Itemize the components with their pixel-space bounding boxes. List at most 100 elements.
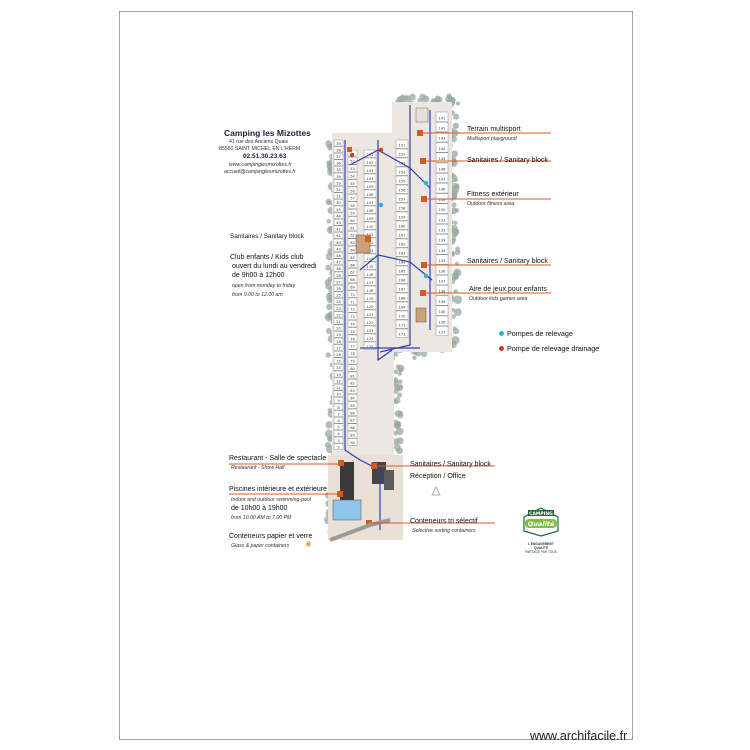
svg-text:18: 18 bbox=[336, 340, 341, 344]
tree bbox=[420, 350, 428, 358]
road-loop-top bbox=[349, 149, 431, 189]
svg-text:90: 90 bbox=[350, 441, 355, 445]
svg-text:127: 127 bbox=[439, 331, 446, 335]
label-reception: Réception / Office bbox=[410, 473, 466, 480]
label-piscines: Piscines intérieure et extérieure bbox=[229, 486, 328, 493]
pitch-88: 88 bbox=[347, 423, 358, 431]
svg-text:52: 52 bbox=[350, 160, 355, 164]
svg-text:21: 21 bbox=[336, 320, 341, 324]
tree bbox=[400, 94, 405, 100]
svg-text:104: 104 bbox=[367, 177, 375, 181]
pitch-155: 155 bbox=[395, 175, 409, 185]
svg-text:40: 40 bbox=[336, 241, 341, 245]
tree bbox=[451, 182, 459, 190]
pitch-84: 84 bbox=[347, 394, 358, 402]
label-club-sub2: from 9.00 to 12.00 am bbox=[232, 292, 283, 298]
pitch-39: 39 bbox=[333, 139, 344, 147]
pitch-24: 24 bbox=[333, 298, 344, 305]
svg-text:138: 138 bbox=[439, 290, 447, 294]
tree bbox=[324, 441, 332, 449]
svg-text:81: 81 bbox=[350, 374, 355, 378]
svg-text:19: 19 bbox=[336, 333, 341, 337]
label-sanitaires-left: Sanitaires / Sanitary block bbox=[230, 233, 304, 240]
svg-text:62: 62 bbox=[350, 234, 355, 238]
pitch-6: 6 bbox=[333, 417, 344, 424]
road-second bbox=[377, 140, 393, 362]
svg-text:33: 33 bbox=[336, 181, 341, 185]
watermark: www.archifacile.fr bbox=[530, 729, 628, 743]
pitch-49: 49 bbox=[333, 245, 344, 252]
svg-text:49: 49 bbox=[336, 247, 341, 251]
svg-text:22: 22 bbox=[336, 313, 341, 317]
pitch-22: 22 bbox=[333, 311, 344, 318]
logo-badge-text: Qualité bbox=[528, 520, 555, 528]
svg-text:11: 11 bbox=[336, 386, 341, 390]
svg-text:15: 15 bbox=[336, 360, 341, 364]
pitch-30: 30 bbox=[333, 199, 344, 206]
svg-text:142: 142 bbox=[439, 127, 446, 131]
pitch-107: 107 bbox=[363, 197, 377, 206]
pitch-105: 105 bbox=[363, 181, 377, 190]
svg-text:30: 30 bbox=[336, 201, 341, 205]
pitch-137: 137 bbox=[435, 275, 449, 285]
tree bbox=[397, 379, 403, 384]
pitch-172: 172 bbox=[395, 328, 409, 338]
svg-text:61: 61 bbox=[350, 226, 355, 230]
pitch-80: 80 bbox=[347, 364, 358, 372]
svg-text:31: 31 bbox=[336, 195, 341, 199]
svg-text:57: 57 bbox=[350, 197, 355, 201]
tree bbox=[454, 249, 461, 256]
marker-restaurant bbox=[338, 460, 344, 466]
pitch-11: 11 bbox=[333, 384, 344, 391]
pitch-48: 48 bbox=[333, 252, 344, 259]
svg-text:125: 125 bbox=[367, 345, 374, 349]
drain-pump-2 bbox=[378, 147, 384, 153]
pitch-77: 77 bbox=[347, 342, 358, 350]
email-link[interactable]: accueil@campinglesmizottes.fr bbox=[224, 169, 296, 175]
pitch-166: 166 bbox=[395, 274, 409, 284]
svg-text:116: 116 bbox=[367, 273, 375, 277]
svg-text:150: 150 bbox=[439, 208, 447, 212]
label-sanitaires-1: Sanitaires / Sanitary block bbox=[467, 157, 548, 164]
label-terrain-sub: Multisport playground bbox=[467, 136, 517, 142]
tree bbox=[452, 326, 457, 331]
pitch-12: 12 bbox=[333, 377, 344, 384]
svg-text:27: 27 bbox=[336, 280, 341, 284]
label-terrain: Terrain multisport bbox=[467, 126, 521, 133]
pitch-66: 66 bbox=[347, 260, 358, 268]
tree bbox=[327, 292, 332, 297]
pitch-36: 36 bbox=[333, 159, 344, 166]
label-aire-sub: Outdoor kids games area bbox=[469, 296, 528, 302]
pitch-86: 86 bbox=[347, 408, 358, 416]
svg-text:133: 133 bbox=[439, 239, 446, 243]
website-link[interactable]: www.campinglesmizottes.fr bbox=[229, 162, 292, 168]
svg-text:70: 70 bbox=[350, 293, 355, 297]
pump-3 bbox=[423, 273, 429, 279]
pitch-62: 62 bbox=[347, 231, 358, 239]
pitch-17: 17 bbox=[333, 344, 344, 351]
svg-text:105: 105 bbox=[367, 185, 374, 189]
pitch-151: 151 bbox=[395, 139, 409, 149]
pitch-144: 144 bbox=[435, 142, 449, 153]
label-conteneurs-sub: Selective sorting containers bbox=[412, 528, 476, 534]
pitch-132: 132 bbox=[435, 224, 449, 234]
svg-text:122: 122 bbox=[367, 321, 374, 325]
pitch-110: 110 bbox=[363, 221, 377, 230]
marker-pump-drain-1 bbox=[347, 147, 352, 152]
pitch-87: 87 bbox=[347, 416, 358, 424]
pitch-148: 148 bbox=[435, 183, 449, 194]
svg-text:8: 8 bbox=[337, 406, 340, 410]
tree bbox=[446, 93, 452, 99]
tree bbox=[451, 314, 456, 319]
svg-text:42: 42 bbox=[336, 228, 341, 232]
tree bbox=[397, 371, 403, 376]
svg-text:73: 73 bbox=[350, 315, 355, 319]
tree bbox=[393, 369, 399, 375]
pitch-59: 59 bbox=[347, 209, 358, 217]
reception-building bbox=[384, 470, 394, 490]
legend-pompes: Pompes de relevage bbox=[507, 329, 573, 338]
reception-triangle-icon bbox=[431, 486, 441, 496]
svg-text:106: 106 bbox=[367, 193, 375, 197]
pitch-35: 35 bbox=[333, 166, 344, 173]
logo-line1: L'ENGAGEMENT QUALITÉ bbox=[528, 542, 554, 550]
